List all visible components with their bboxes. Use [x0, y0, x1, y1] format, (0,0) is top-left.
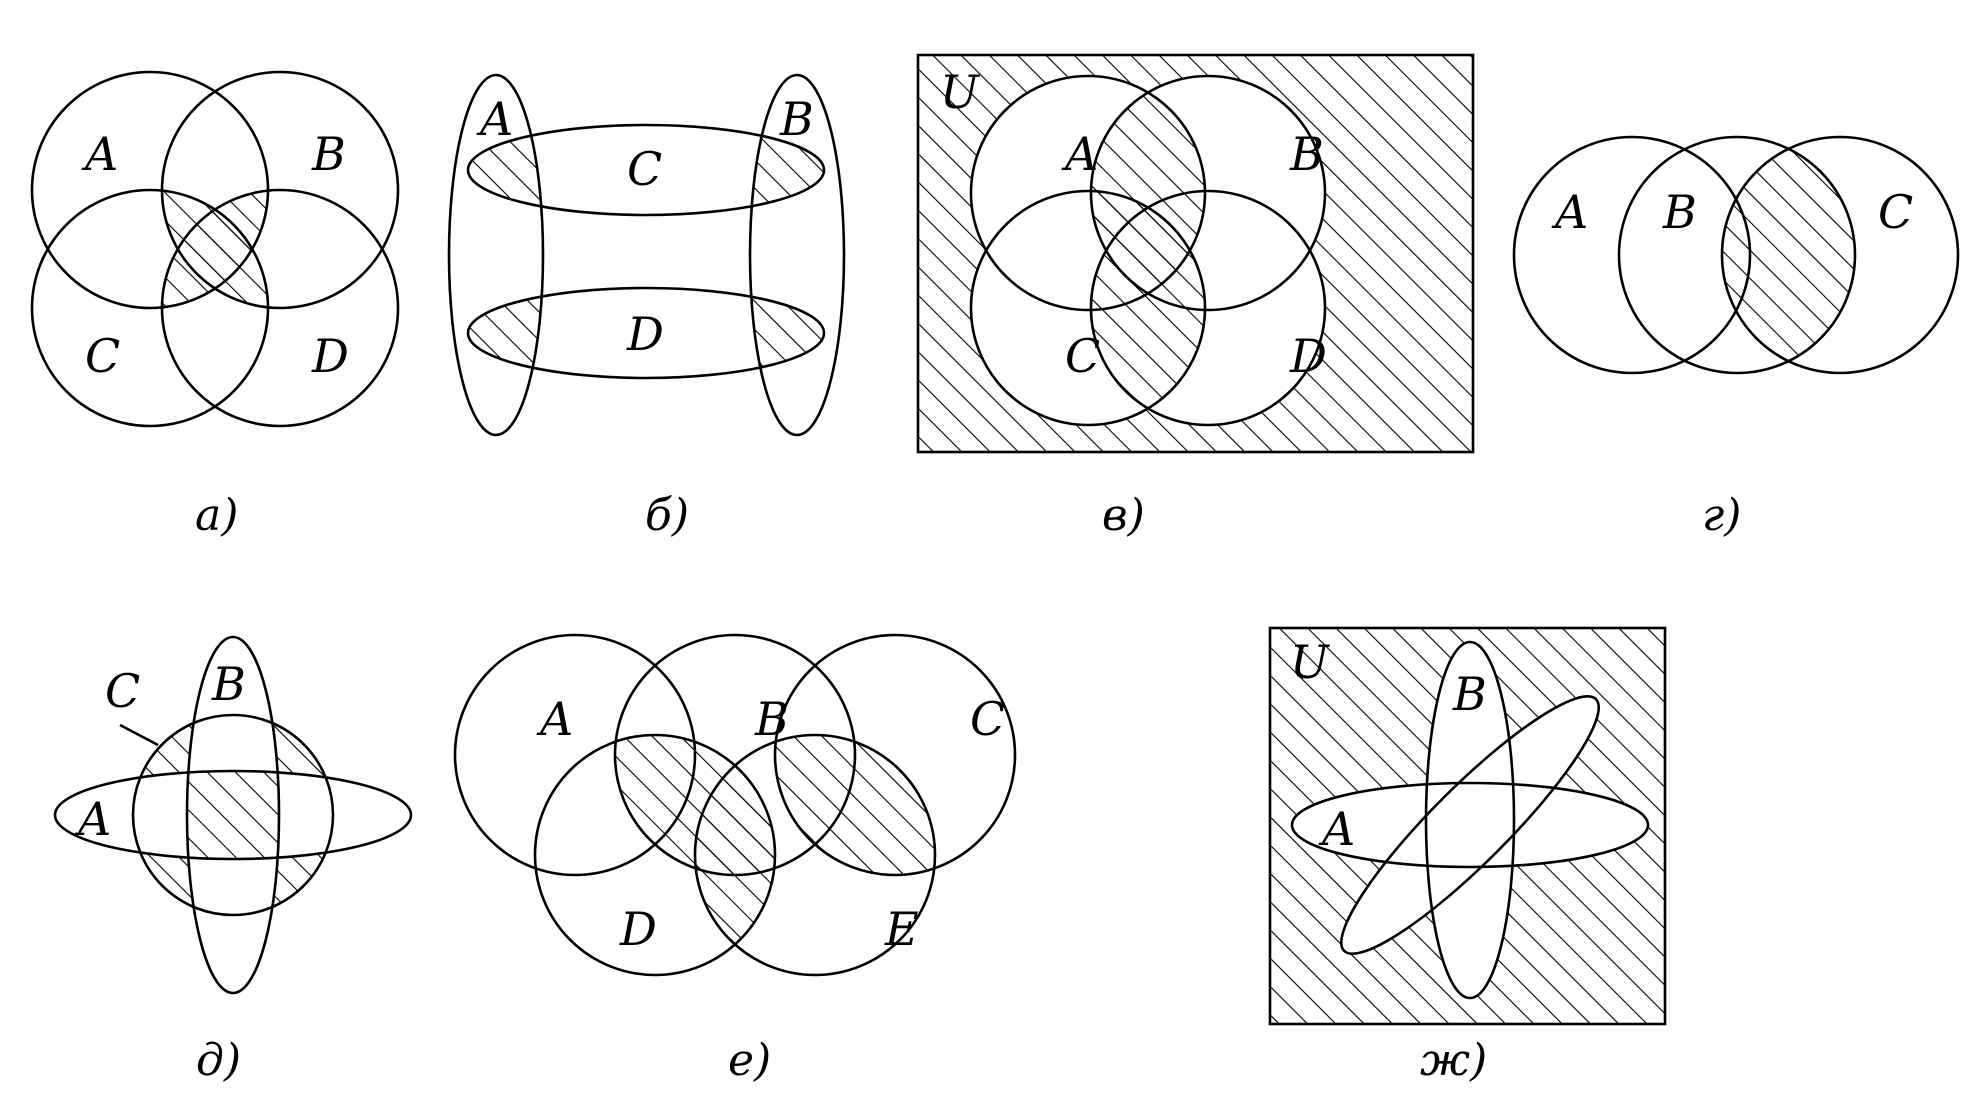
label-a: A [81, 127, 118, 181]
label-b: B [1452, 667, 1487, 721]
universe-box [916, 53, 1475, 454]
label-d: D [1289, 329, 1327, 383]
label-c: C [105, 664, 140, 718]
caption-b: б) [645, 490, 689, 541]
label-c: C [85, 329, 120, 383]
label-d: D [626, 307, 664, 361]
label-u: U [940, 65, 981, 119]
label-c: C [970, 692, 1005, 746]
panel-d: C B A д) [53, 635, 413, 1086]
panel-zh: U B A ж) [1268, 626, 1667, 1086]
label-b: B [1662, 185, 1697, 239]
caption-e: е) [728, 1035, 771, 1086]
caption-v: в) [1102, 490, 1145, 541]
label-b: B [311, 127, 346, 181]
label-d: D [619, 902, 657, 956]
label-d: D [311, 329, 349, 383]
label-a: A [74, 792, 111, 846]
label-a: A [536, 692, 573, 746]
panel-v: U A B C D в) [916, 53, 1475, 541]
caption-d: д) [196, 1035, 241, 1086]
label-b: B [1289, 127, 1324, 181]
label-b: B [779, 92, 814, 146]
hatched-region-d [133, 715, 333, 915]
panel-g: A B C г) [1512, 135, 1960, 541]
caption-g: г) [1702, 490, 1741, 541]
label-c-leader-line [119, 723, 159, 747]
caption-zh: ж) [1420, 1035, 1487, 1086]
label-b: B [211, 657, 246, 711]
panel-e: A B C D E е) [453, 633, 1017, 1086]
universe-box [1268, 626, 1667, 1026]
label-c: C [1065, 329, 1100, 383]
label-c: C [1878, 185, 1913, 239]
hatched-region-zh [1270, 628, 1665, 1024]
label-c: C [627, 142, 662, 196]
label-a: A [1318, 802, 1355, 856]
label-e: E [884, 902, 919, 956]
panel-a: A B C D а) [30, 70, 400, 541]
label-a: A [1061, 127, 1098, 181]
label-a: A [1551, 185, 1588, 239]
caption-a: а) [195, 490, 238, 541]
label-u: U [1290, 635, 1331, 689]
set-a-circle [1512, 135, 1752, 375]
label-a: A [476, 92, 513, 146]
hatched-region-e [615, 735, 935, 975]
label-b: B [754, 692, 789, 746]
panel-b: A B C D б) [447, 73, 846, 541]
